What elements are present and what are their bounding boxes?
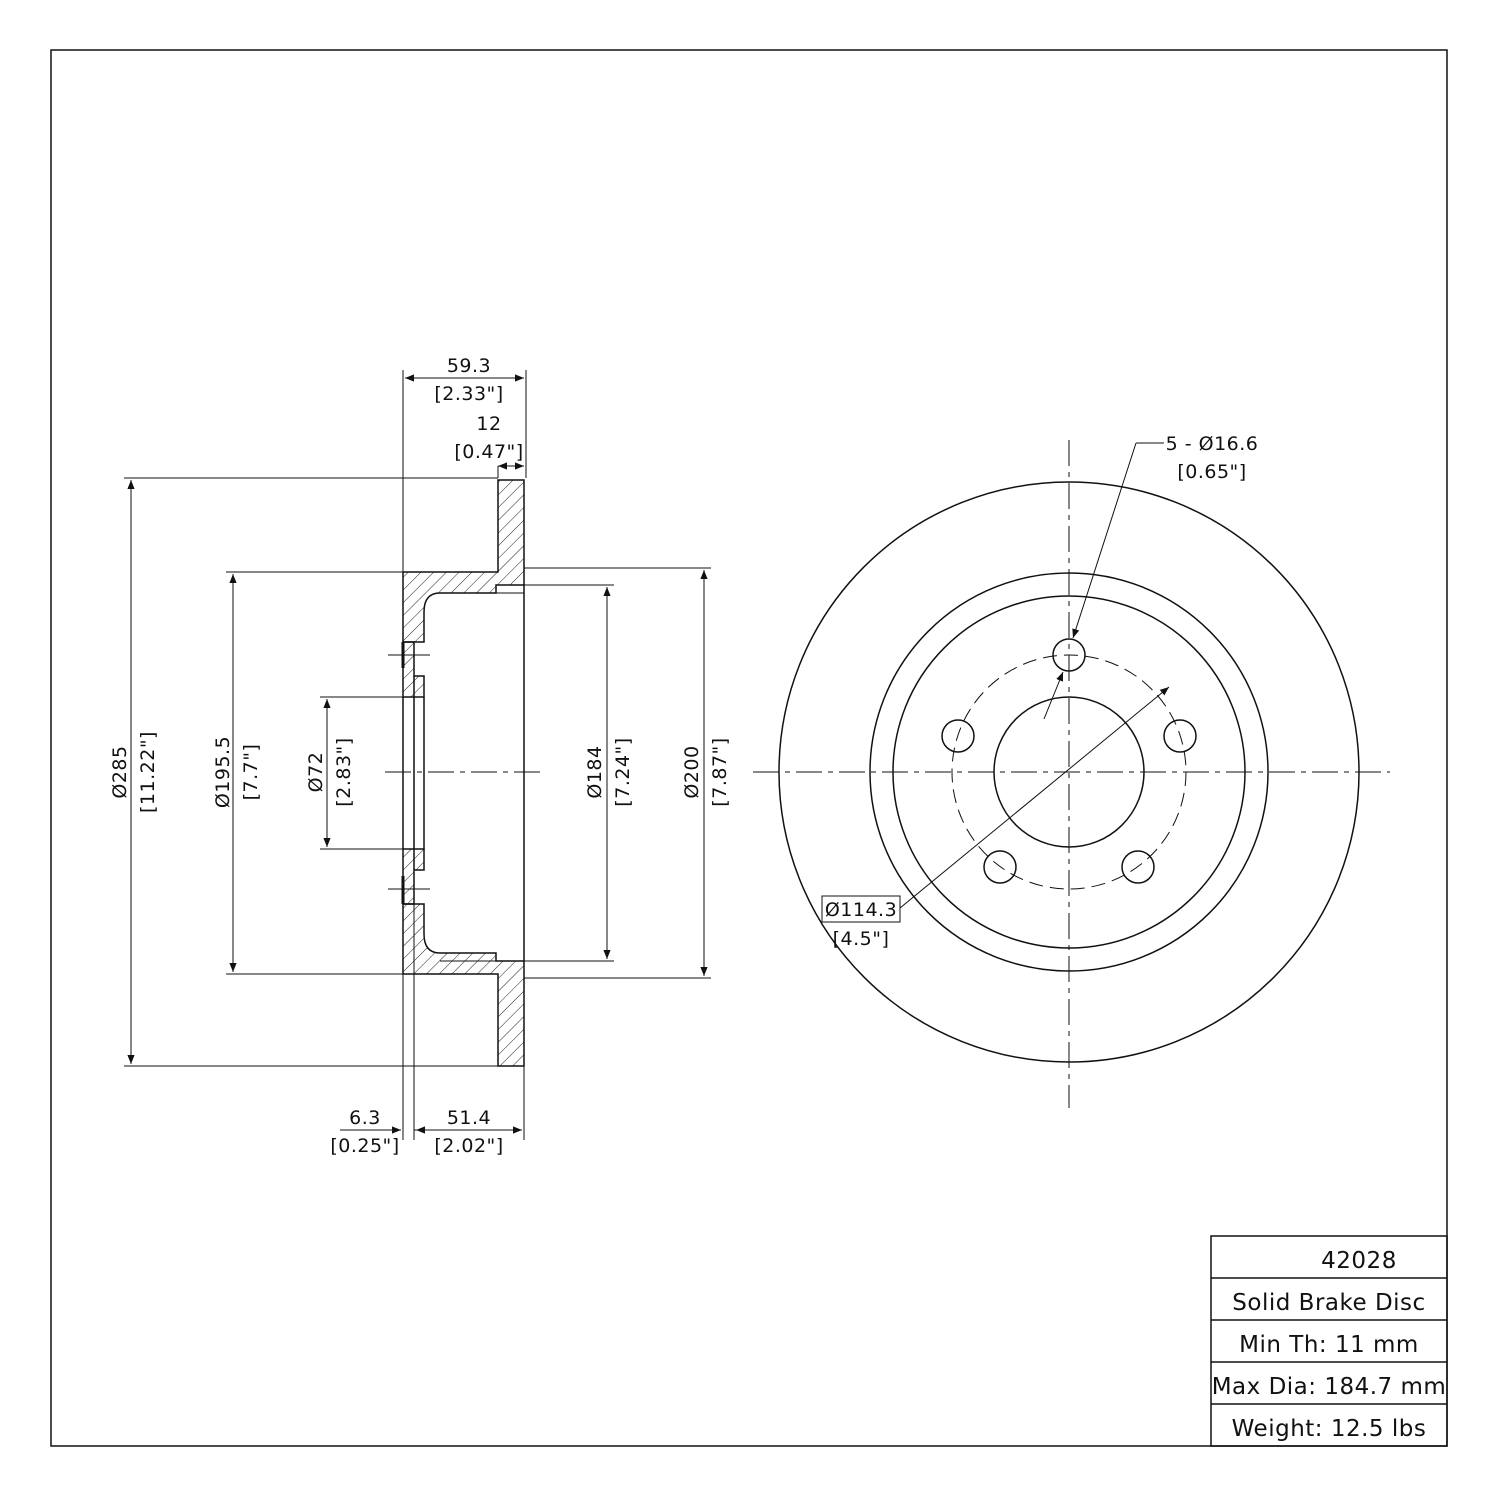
flange-thickness-mm-label: 6.3 [349,1107,381,1129]
front-labels: 5 - Ø16.6 [0.65"] Ø114.3 [4.5"] [825,433,1259,950]
section-bottom [402,903,525,1067]
hat-outer-dia-mm-label: Ø200 [681,745,703,798]
bolt-hole-2 [1163,719,1197,753]
inner-dia-in-label: [7.24"] [612,737,634,806]
bolt-holes-mm-label: 5 - Ø16.6 [1166,433,1259,455]
thickness-mm-label: 12 [476,413,501,435]
flange-thickness-in-label: [0.25"] [330,1135,399,1157]
bolt-hole-4 [983,850,1017,884]
hat-outer-dia-in-label: [7.87"] [709,737,731,806]
bolt-circle-label-box [821,895,901,923]
hat-dia-in-label: [7.7"] [240,744,262,801]
side-dimension-lines [124,370,711,1140]
overall-width-mm-label: 59.3 [447,355,491,377]
max-diameter: Max Dia: 184.7 mm [1212,1374,1447,1400]
section-top [402,479,525,643]
center-bore-in-label: [2.83"] [333,737,355,806]
drawing-frame [50,49,1448,1447]
hat-height-in-label: [2.02"] [434,1135,503,1157]
bolt-holes-in-label: [0.65"] [1177,461,1246,483]
min-thickness: Min Th: 11 mm [1239,1332,1419,1358]
bolt-hole-5 [941,719,975,753]
outer-dia-in-label: [11.22"] [137,731,159,813]
title-block: 42028 Solid Brake Disc Min Th: 11 mm Max… [1210,1235,1448,1447]
hat-dia-mm-label: Ø195.5 [212,736,234,808]
part-description: Solid Brake Disc [1232,1290,1425,1316]
inner-dia-mm-label: Ø184 [584,745,606,798]
bolt-circle-in-label: [4.5"] [833,928,890,950]
hat-height-mm-label: 51.4 [447,1107,491,1129]
side-dimension-labels: 59.3 [2.33"] 12 [0.47"] Ø285 [11.22"] Ø1… [109,355,731,1157]
bolt-hole-3 [1121,850,1155,884]
overall-width-in-label: [2.33"] [434,383,503,405]
front-leaders [821,442,1170,923]
thickness-in-label: [0.47"] [454,441,523,463]
bolt-circle-mm-label: Ø114.3 [825,899,897,921]
part-number: 42028 [1321,1248,1397,1274]
weight: Weight: 12.5 lbs [1232,1416,1427,1442]
side-section-view [385,479,540,1067]
center-bore-mm-label: Ø72 [305,752,327,793]
outer-dia-mm-label: Ø285 [109,745,131,798]
front-view [753,440,1390,1108]
